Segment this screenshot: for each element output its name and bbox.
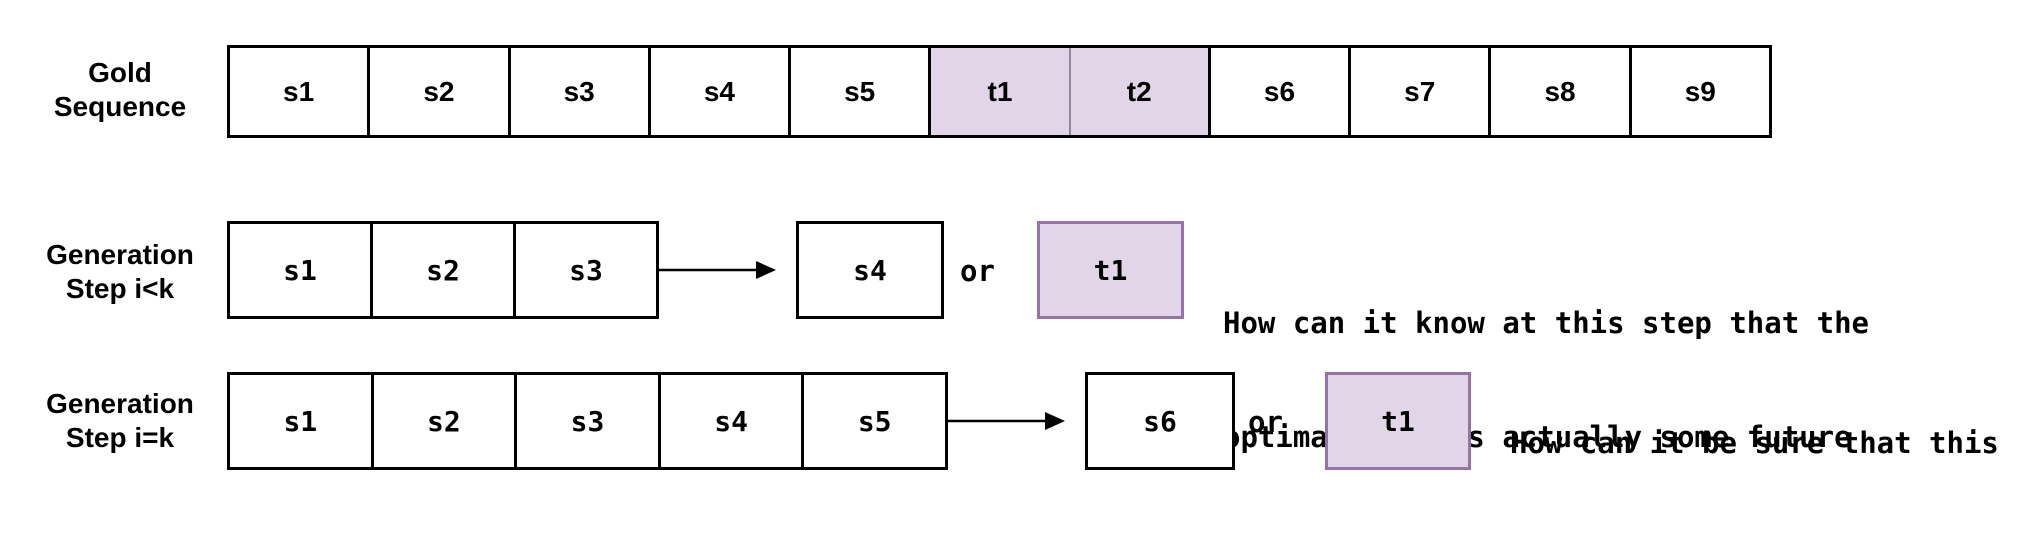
cell-label: t1 <box>1093 253 1128 287</box>
sequence-cell-s2: s2 <box>373 224 516 316</box>
row-label-line: Generation <box>46 388 194 419</box>
row-label-line: Gold <box>88 57 152 88</box>
forced-token-box-t1: t1 <box>1037 221 1184 319</box>
question-text-i-eq-k: How can it be sure that this is indeed t… <box>1510 348 1999 534</box>
highlight-cell-t2: t2 <box>1070 48 1211 135</box>
question-line: How can it be sure that this <box>1510 426 1999 460</box>
cell-label: s9 <box>1684 75 1716 107</box>
sequence-cell-s4: s4 <box>651 48 792 135</box>
row-label-gold-sequence: Gold Sequence <box>20 56 220 124</box>
cell-label: s5 <box>844 75 876 107</box>
cell-label: s1 <box>283 253 317 287</box>
cell-label: s3 <box>569 253 603 287</box>
sequence-cell-s6: s6 <box>1211 48 1352 135</box>
cell-label: t1 <box>1381 404 1415 438</box>
forced-token-box-t1: t1 <box>1325 372 1471 470</box>
cell-label: s4 <box>703 75 735 107</box>
or-label: or <box>960 254 995 288</box>
right-arrow-icon <box>657 261 776 279</box>
sequence-cell-s2: s2 <box>370 48 511 135</box>
cell-label: s1 <box>283 404 318 438</box>
sequence-cell-s4: s4 <box>661 375 805 467</box>
question-line: How can it know at this step that the <box>1223 306 1870 340</box>
cell-label: s3 <box>570 404 605 438</box>
cell-label: s2 <box>423 75 455 107</box>
row-label-generation-step-i-eq-k: Generation Step i=k <box>20 387 220 455</box>
cell-label: s2 <box>427 404 461 438</box>
cell-label: t1 <box>987 75 1013 107</box>
cell-label: t2 <box>1126 75 1152 107</box>
candidate-box-s4: s4 <box>796 221 944 319</box>
row-label-line: Step i=k <box>65 422 175 453</box>
cell-label: s2 <box>426 253 460 287</box>
cell-label: s3 <box>563 75 595 107</box>
sequence-cell-s5: s5 <box>791 48 932 135</box>
cell-label: s7 <box>1404 75 1436 107</box>
gold-sequence-strip: s1 s2 s3 s4 s5 t1 t2 s6 s7 s8 s9 <box>227 45 1772 138</box>
or-label: or <box>1248 405 1283 439</box>
candidate-box-s6: s6 <box>1085 372 1235 470</box>
sequence-cell-s3: s3 <box>516 224 656 316</box>
cell-label: s6 <box>1263 75 1296 107</box>
cell-label: s8 <box>1544 75 1576 107</box>
row-label-line: Sequence <box>53 91 187 122</box>
sequence-cell-s2: s2 <box>374 375 518 467</box>
row-label-line: Step i<k <box>65 273 175 304</box>
sequence-cell-s1: s1 <box>230 48 371 135</box>
right-arrow-icon <box>946 412 1065 430</box>
cell-label: s6 <box>1143 404 1177 438</box>
sequence-cell-s3: s3 <box>517 375 661 467</box>
context-strip-i-eq-k: s1 s2 s3 s4 s5 <box>227 372 948 470</box>
sequence-cell-s9: s9 <box>1632 48 1769 135</box>
sequence-cell-s1: s1 <box>230 375 374 467</box>
cell-label: s4 <box>714 404 748 438</box>
row-label-generation-step-i-lt-k: Generation Step i<k <box>20 238 220 306</box>
question-line: optimal spot is actually some future <box>1223 420 1852 454</box>
highlight-cell-t1: t1 <box>931 48 1071 135</box>
sequence-cell-s1: s1 <box>230 224 373 316</box>
row-label-line: Generation <box>46 239 194 270</box>
question-text-i-lt-k: How can it know at this step that the op… <box>1223 228 1974 534</box>
cell-label: s4 <box>853 253 887 287</box>
cell-label: s5 <box>857 404 892 438</box>
sequence-cell-s7: s7 <box>1351 48 1492 135</box>
sequence-cell-s8: s8 <box>1491 48 1632 135</box>
context-strip-i-lt-k: s1 s2 s3 <box>227 221 659 319</box>
cell-label: s1 <box>283 75 315 107</box>
sequence-cell-s5: s5 <box>804 375 945 467</box>
sequence-cell-s3: s3 <box>511 48 651 135</box>
